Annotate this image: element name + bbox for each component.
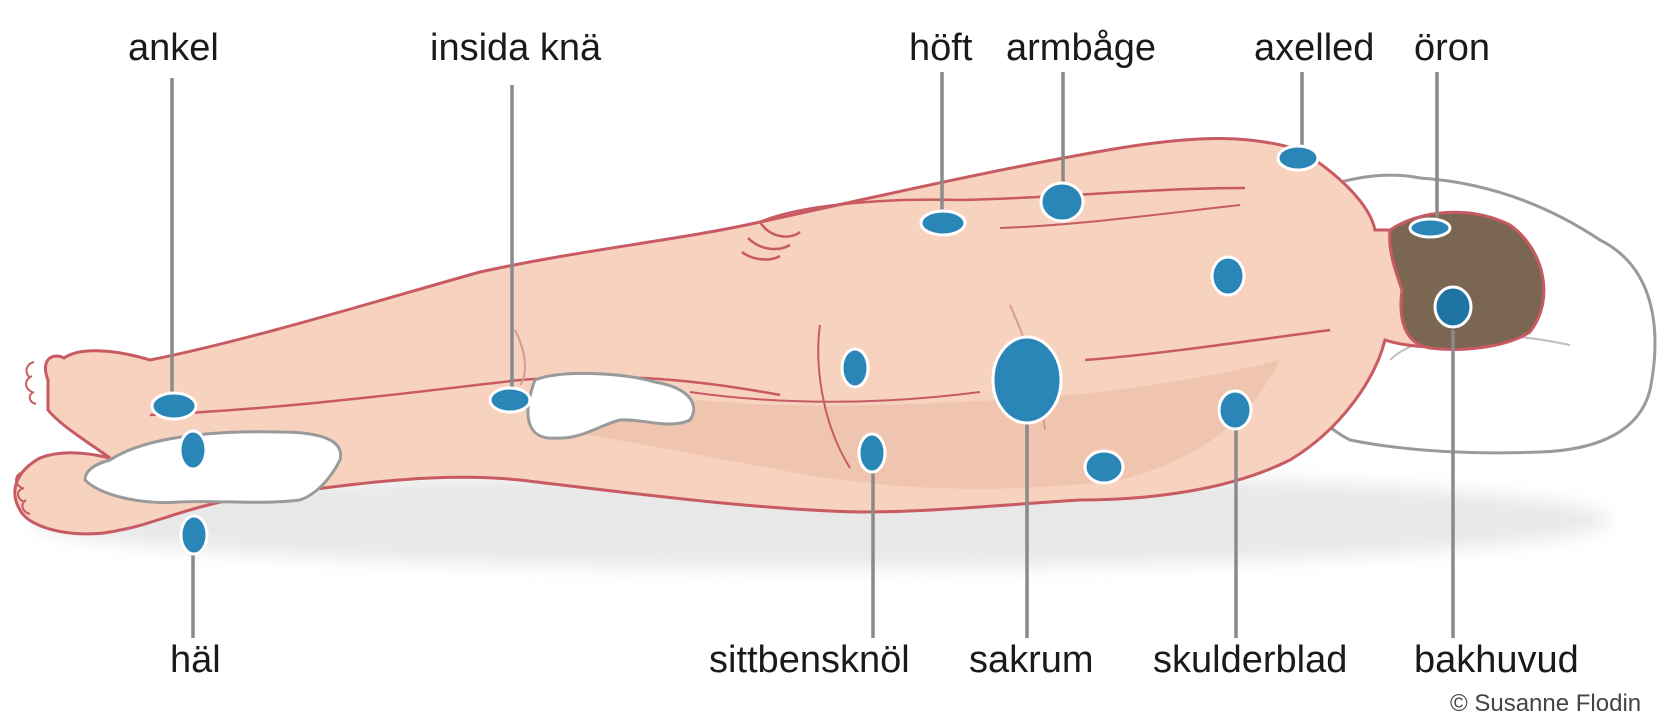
body-outline (13, 137, 1514, 536)
label-axelled: axelled (1254, 27, 1375, 69)
pressure-point-ankel (150, 391, 198, 421)
pressure-point-sakrum (991, 335, 1063, 425)
floor-shadow (30, 472, 1610, 568)
pressure-point-skulderblad (1217, 389, 1253, 431)
pressure-point-hal (179, 514, 209, 556)
pressure-point-armbage (1039, 181, 1085, 223)
label-skulderblad: skulderblad (1153, 639, 1348, 681)
knee-line (514, 329, 526, 386)
pressure-point-shoulder-low (1083, 449, 1125, 485)
label-bakhuvud: bakhuvud (1414, 639, 1579, 681)
arm (759, 186, 1246, 224)
pressure-point-hip-side (840, 347, 870, 389)
hip-line (817, 324, 851, 469)
label-ankel: ankel (128, 27, 219, 69)
arm-lower-edge (999, 204, 1241, 229)
label-sittbensknol: sittbensknöl (709, 639, 910, 681)
hand (741, 221, 801, 261)
pressure-point-axelled (1276, 144, 1320, 172)
towel-feet (83, 430, 343, 505)
towel-knee (526, 371, 696, 440)
buttock-crease (689, 391, 981, 403)
pressure-points (150, 144, 1473, 556)
label-insida-kna: insida knä (430, 27, 602, 69)
label-hal: häl (170, 639, 221, 681)
pressure-point-back-upper (1210, 255, 1246, 297)
label-hoft: höft (909, 27, 973, 69)
spine-line (1084, 328, 1331, 362)
label-armbage: armbåge (1006, 27, 1156, 69)
pressure-point-hoft (919, 209, 967, 237)
pressure-point-bakhuvud (1433, 285, 1473, 329)
pressure-point-sittbensknol (857, 432, 887, 474)
pressure-point-insida-kna (488, 386, 532, 414)
label-oron: öron (1414, 27, 1491, 69)
lower-foot-toes (15, 471, 31, 515)
leader-lines (170, 72, 1455, 638)
copyright-credit: © Susanne Flodin (1450, 690, 1642, 717)
upper-foot-toes (25, 361, 37, 405)
hair (1388, 210, 1546, 351)
pressure-point-oron (1408, 217, 1452, 239)
label-sakrum: sakrum (969, 639, 1094, 681)
pressure-point-ankel-2 (178, 429, 208, 471)
